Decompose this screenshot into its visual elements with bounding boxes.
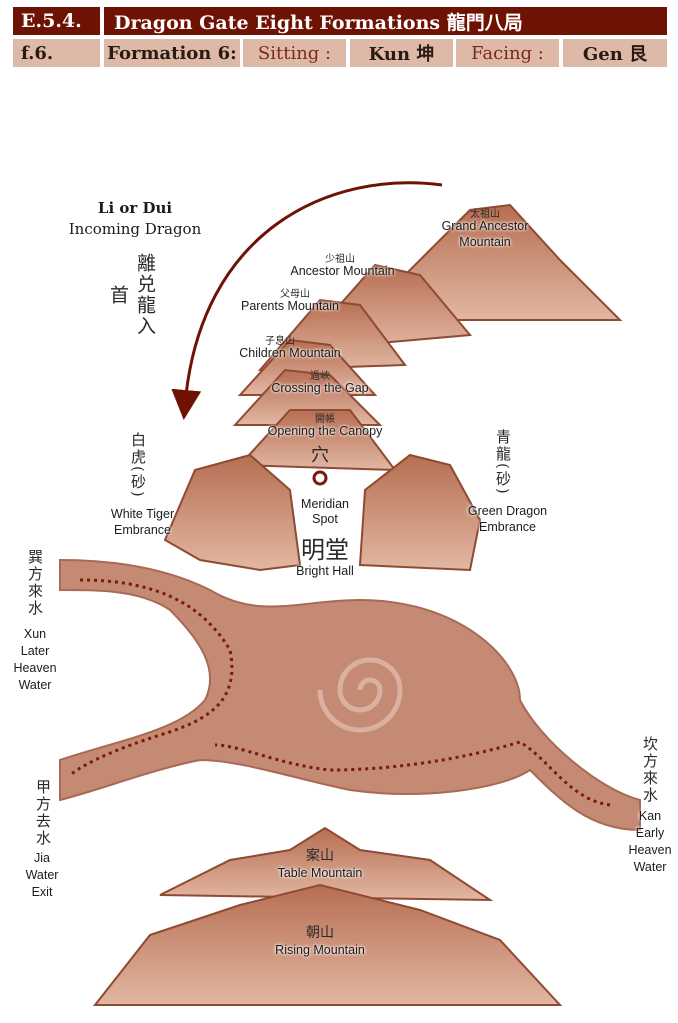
incoming-cn: 離兑龍入首 <box>107 253 156 337</box>
kan-label-4: Water <box>633 860 667 874</box>
xun-label-4: Water <box>18 678 52 692</box>
ancestor-label: Ancestor Mountain <box>290 264 395 278</box>
rising-mountain-label: Rising Mountain <box>275 943 365 957</box>
water-flow-xun <box>69 578 234 777</box>
xun-label-1: Xun <box>23 627 47 641</box>
xun-cn: 巽方來水 <box>26 548 44 617</box>
bright-hall-cn: 明堂 <box>301 536 349 564</box>
white-tiger-cn: 白虎(砂) <box>129 431 147 499</box>
mountain-canopy <box>237 409 398 472</box>
sitting-label: Sitting : <box>243 39 346 67</box>
crossing-cn: 過峽 <box>310 371 330 382</box>
grand-ancestor-label: Grand Ancestor <box>441 219 529 233</box>
kan-label-1: Kan <box>638 809 662 823</box>
kan-label-3: Heaven <box>628 843 672 857</box>
canopy-cn: 開帳 <box>315 414 335 425</box>
canopy-label: Opening the Canopy <box>267 424 383 438</box>
jia-label-3: Exit <box>31 885 53 899</box>
incoming-title: Li or Dui <box>97 199 173 217</box>
white-tiger-label: White Tiger <box>110 507 175 521</box>
jia-label-1: Jia <box>34 851 50 865</box>
whirlpool <box>317 657 403 733</box>
table-mountain-cn: 案山 <box>306 848 334 864</box>
table-mountain <box>159 826 494 902</box>
grand-ancestor-label-2: Mountain <box>459 235 511 249</box>
meridian-label-2: Spot <box>312 512 338 526</box>
section-title: Dragon Gate Eight Formations 龍門八局 <box>104 7 667 35</box>
table-mountain-label: Table Mountain <box>277 866 363 880</box>
kan-label-2: Early <box>635 826 665 840</box>
white-tiger-hills <box>163 453 302 572</box>
jia-label-2: Water <box>25 868 59 882</box>
water-body <box>59 558 641 832</box>
meridian-label: Meridian <box>301 497 349 511</box>
figure-number: f.6. <box>13 39 100 67</box>
rising-mountain <box>92 883 563 1006</box>
green-dragon-label: Green Dragon <box>467 504 548 518</box>
parents-cn: 父母山 <box>280 289 310 300</box>
rising-mountain-cn: 朝山 <box>306 925 334 941</box>
facing-label: Facing : <box>456 39 559 67</box>
white-tiger-label-2: Embrance <box>114 523 171 537</box>
xun-label-3: Heaven <box>13 661 57 675</box>
green-dragon-label-2: Embrance <box>479 520 536 534</box>
facing-value: Gen 艮 <box>563 39 667 67</box>
xun-label-2: Later <box>20 644 50 658</box>
sitting-value: Kun 坤 <box>350 39 453 67</box>
meridian-cn: 穴 <box>311 445 329 466</box>
bright-hall-label: Bright Hall <box>296 564 354 578</box>
green-dragon-hills <box>358 453 482 572</box>
green-dragon-cn: 青龍(砂) <box>494 429 512 496</box>
children-label: Children Mountain <box>239 346 341 360</box>
parents-label: Parents Mountain <box>241 299 339 313</box>
incoming-subtitle: Incoming Dragon <box>68 220 202 238</box>
kan-cn: 坎方來水 <box>641 735 659 804</box>
children-cn: 子息山 <box>265 336 295 347</box>
incoming-dragon-arrow <box>171 181 443 420</box>
section-number: E.5.4. <box>13 7 100 35</box>
ancestor-cn: 少祖山 <box>325 254 355 265</box>
meridian-spot-marker <box>312 470 328 486</box>
grand-ancestor-cn: 太祖山 <box>470 209 500 220</box>
jia-cn: 甲方去水 <box>34 778 52 847</box>
formation-label: Formation 6: <box>104 39 240 67</box>
crossing-label: Crossing the Gap <box>271 381 369 395</box>
